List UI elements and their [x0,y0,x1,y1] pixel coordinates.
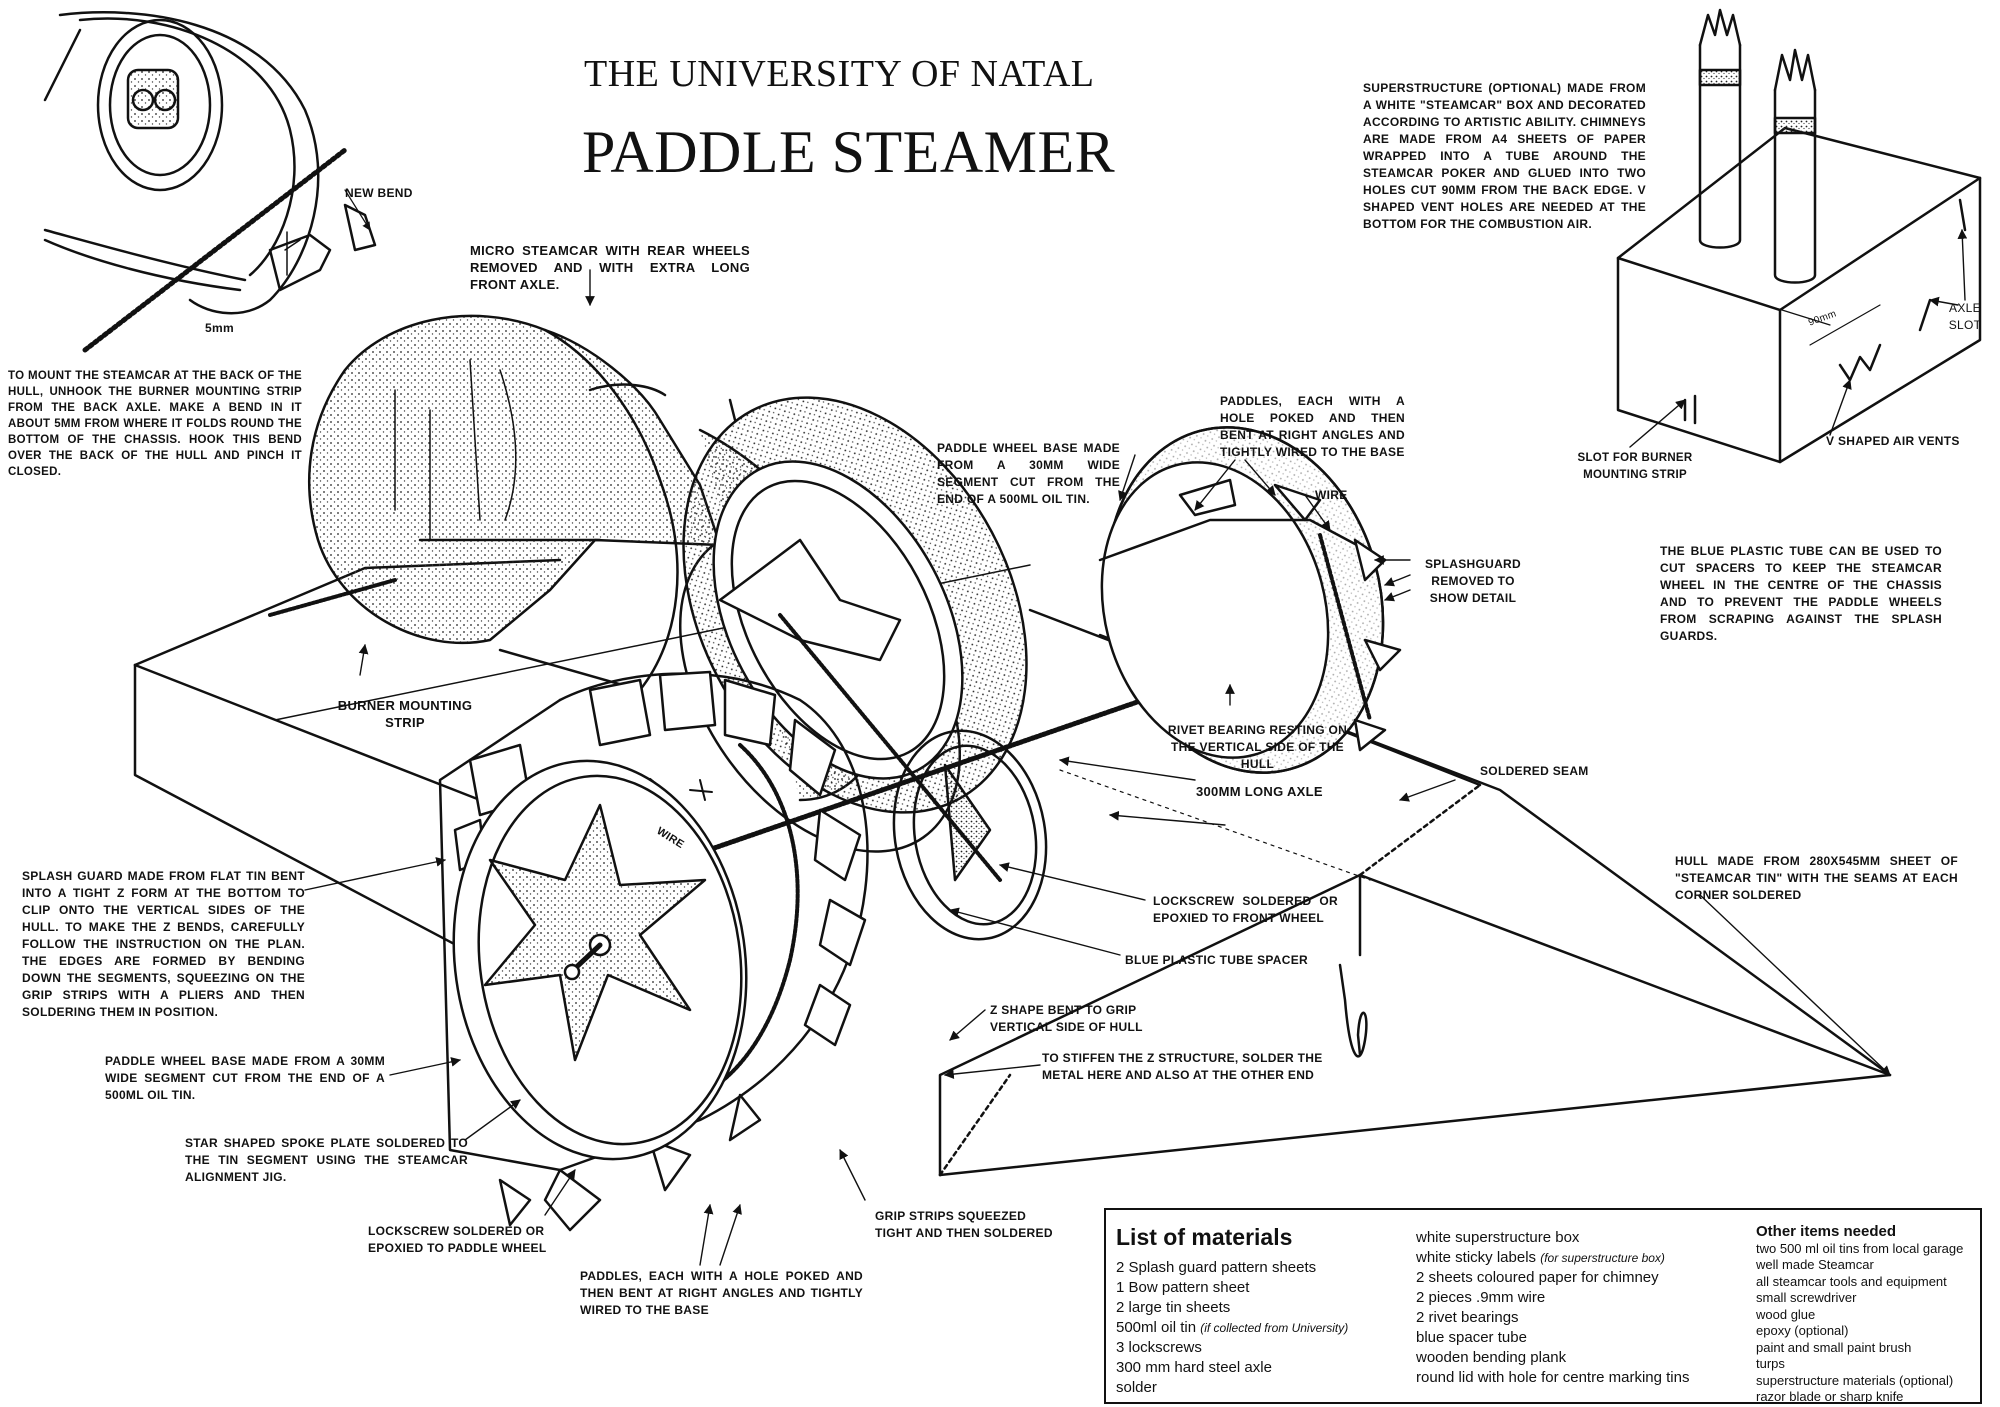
label-paddles-top: Paddles, each with a hole poked and then… [1220,394,1405,459]
other-item: well made Steamcar [1756,1257,1874,1272]
materials-item: 500ml oil tin (if collected from Univers… [1116,1318,1348,1338]
other-item: epoxy (optional) [1756,1323,1849,1338]
materials-item-text: white superstructure box [1416,1229,1580,1246]
label-slot-burner: Slot for burner mounting strip [1577,452,1693,481]
label-axle-slot: AXLE SLOT [1948,301,1982,332]
label-superstructure: Superstructure (optional) made from a wh… [1363,81,1646,231]
materials-item: 2 Splash guard pattern sheets [1116,1258,1348,1278]
label-splash-guard: Splash guard made from flat tin bent int… [22,869,305,1019]
label-burner-strip: Burner mounting strip [337,698,473,730]
label-v-air-vents: V shaped air vents [1826,434,1960,448]
materials-item-text: 500ml oil tin [1116,1319,1197,1336]
label-rivet-bearing: Rivet bearing resting on the vertical si… [1167,723,1348,771]
materials-item-text: white sticky labels [1416,1249,1537,1266]
axle [268,578,1240,882]
label-soldered-seam: Soldered seam [1480,764,1589,778]
title-paddle-steamer: PADDLE STEAMER [582,119,1116,185]
materials-item-text: solder [1116,1379,1157,1396]
label-blue-spacer: Blue plastic tube spacer [1125,953,1308,967]
inset-burner-bend [43,11,377,353]
materials-item: 300 mm hard steel axle [1116,1358,1348,1378]
materials-column-other: Other items needed two 500 ml oil tins f… [1756,1223,1964,1406]
label-grip-strips: Grip strips squeezed tight and then sold… [875,1209,1053,1240]
other-item: all steamcar tools and equipment [1756,1273,1947,1289]
materials-item: 3 lockscrews [1116,1338,1348,1358]
other-item: small screwdriver [1756,1290,1857,1305]
materials-column-2: white superstructure box white sticky lab… [1416,1228,1689,1388]
materials-item-text: wooden bending plank [1416,1349,1567,1366]
materials-item-text: 2 pieces .9mm wire [1416,1289,1546,1306]
label-paddle-base-bottom: Paddle wheel base made from a 30mm wide … [105,1054,385,1102]
materials-item: wooden bending plank [1416,1348,1689,1368]
leader-lines [304,229,1968,1266]
materials-list-box: List of materials 2 Splash guard pattern… [1104,1208,1982,1404]
materials-item-text: 2 Splash guard pattern sheets [1116,1259,1317,1276]
materials-item-text: 1 Bow pattern sheet [1116,1279,1250,1296]
label-stiffen-z: To stiffen the Z structure, solder the m… [1042,1051,1323,1082]
other-item: turps [1756,1356,1785,1371]
label-mount-steamcar: To mount the Steamcar at the back of the… [8,370,302,478]
other-items-title: Other items needed [1756,1223,1897,1240]
label-new-bend: NEW BEND [345,186,413,200]
label-hull-made: Hull made from 280x545mm sheet of "Steam… [1675,854,1958,902]
materials-item-text: 2 rivet bearings [1416,1309,1519,1326]
label-blue-tube-note: The blue plastic tube can be used to cut… [1660,544,1942,643]
materials-item: solder [1116,1378,1348,1398]
label-paddles-bottom: Paddles, each with a hole poked and then… [580,1269,863,1317]
label-micro-steamcar: Micro Steamcar with rear wheels removed … [470,243,750,292]
materials-item: round lid with hole for centre marking t… [1416,1368,1689,1388]
materials-item-text: blue spacer tube [1416,1329,1527,1346]
materials-item: blue spacer tube [1416,1328,1689,1348]
materials-column-1: 2 Splash guard pattern sheets 1 Bow patte… [1116,1258,1348,1398]
superstructure-box [1616,8,1982,464]
label-z-shape: Z shape bent to grip vertical side of hu… [990,1003,1143,1034]
title-university: THE UNIVERSITY OF NATAL [584,53,1095,95]
other-item: wood glue [1756,1306,1816,1322]
label-paddle-base-top: Paddle wheel base made from a 30mm wide … [937,441,1120,506]
label-wire-top: WIRE [1315,488,1348,502]
materials-item-text: 2 large tin sheets [1116,1299,1231,1316]
rear-paddle-wheel [1098,426,1402,774]
label-5mm: 5mm [205,321,234,335]
materials-item: 1 Bow pattern sheet [1116,1278,1348,1298]
label-lockscrew-front: Lockscrew soldered or epoxied to front w… [1153,894,1338,925]
label-star-plate: Star shaped spoke plate soldered to the … [185,1136,468,1184]
front-paddle-wheel [438,670,869,1232]
other-item: superstructure materials (optional) [1756,1372,1954,1388]
materials-item: 2 sheets coloured paper for chimney [1416,1268,1689,1288]
materials-item-text: 3 lockscrews [1116,1339,1202,1356]
other-item: two 500 ml oil tins from local garage [1756,1240,1964,1256]
materials-item: 2 rivet bearings [1416,1308,1689,1328]
materials-item: 2 large tin sheets [1116,1298,1348,1318]
materials-item-text: 300 mm hard steel axle [1116,1359,1272,1376]
materials-item-note: (for superstructure box) [1540,1251,1665,1265]
materials-item-text: round lid with hole for centre marking t… [1416,1369,1690,1386]
materials-item: white sticky labels (for superstructure … [1416,1248,1689,1268]
z-wire-detail [1338,963,1368,1058]
other-item: razor blade or sharp knife [1756,1389,1904,1404]
materials-item: 2 pieces .9mm wire [1416,1288,1689,1308]
label-lockscrew-paddle: Lockscrew soldered or epoxied to paddle … [368,1224,547,1255]
materials-title: List of materials [1116,1224,1293,1250]
materials-item-note: (if collected from University) [1200,1321,1349,1335]
materials-item: white superstructure box [1416,1228,1689,1248]
other-item: paint and small paint brush [1756,1339,1912,1355]
materials-item-text: 2 sheets coloured paper for chimney [1416,1269,1659,1286]
